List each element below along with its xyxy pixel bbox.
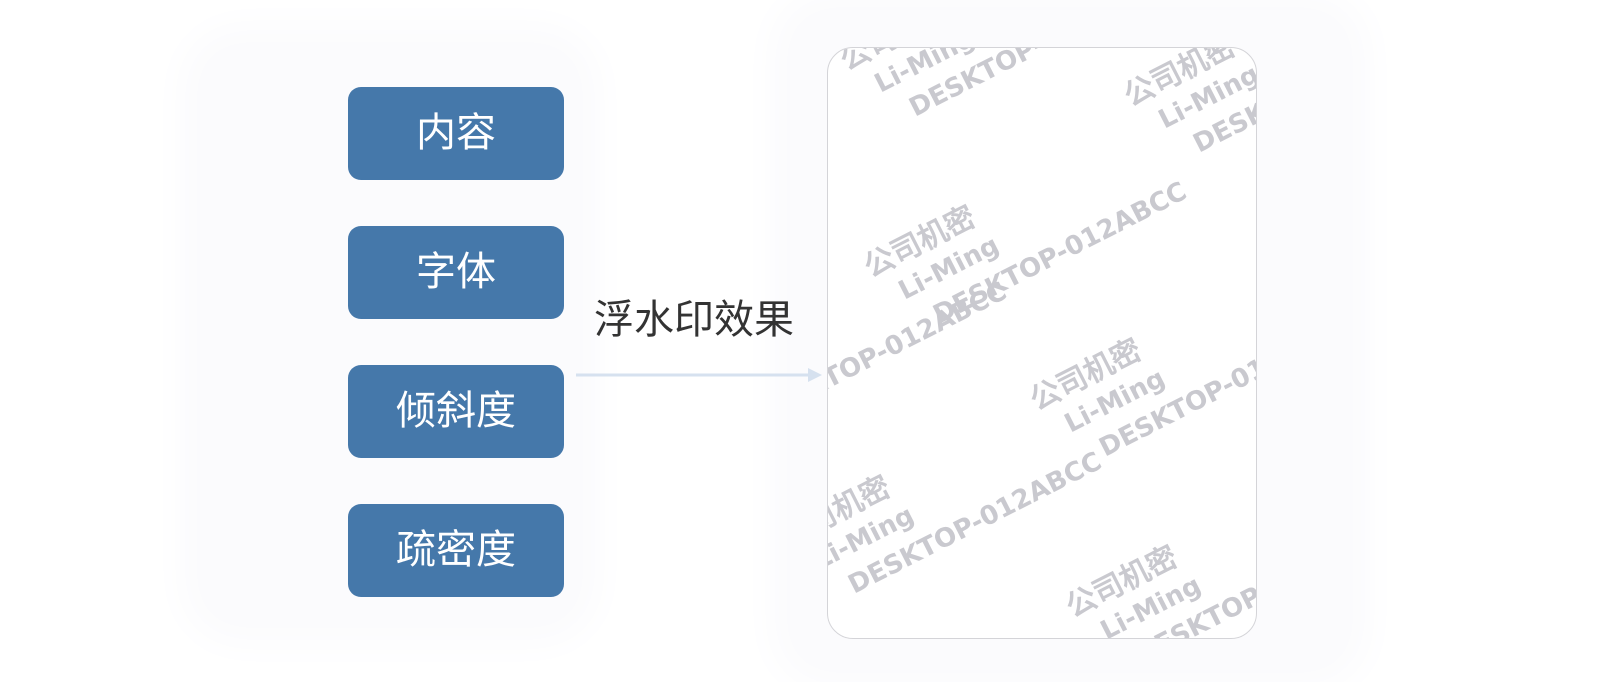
arrow-label: 浮水印效果	[594, 297, 794, 343]
font-button[interactable]: 字体	[348, 226, 564, 319]
watermark-preview-page: 公司机密 Li-Ming DESKTOP-012ABCC 公司机密 Li-Min…	[827, 47, 1257, 639]
watermark-tile: 公司机密 Li-Ming DESKTOP-012ABCC	[828, 378, 1108, 622]
tilt-button[interactable]: 倾斜度	[348, 365, 564, 458]
right-arrow-icon	[576, 368, 822, 382]
density-button[interactable]: 疏密度	[348, 504, 564, 597]
content-button[interactable]: 内容	[348, 87, 564, 180]
